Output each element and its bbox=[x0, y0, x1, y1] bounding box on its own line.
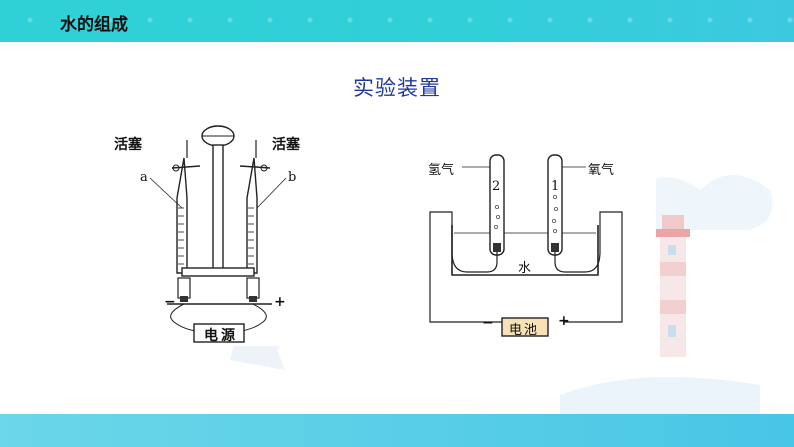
hydrogen-label: 氢气 bbox=[428, 163, 455, 178]
slide-subtitle: 实验装置 bbox=[353, 76, 441, 100]
tube-a-label: a bbox=[140, 170, 148, 185]
water-label: 水 bbox=[518, 261, 532, 276]
header-bar: 水的组成 bbox=[0, 0, 794, 42]
battery-label: 电池 bbox=[509, 323, 540, 338]
trough-apparatus-drawing bbox=[429, 154, 623, 337]
lighthouse-decoration bbox=[656, 215, 690, 357]
battery-positive-label: + bbox=[558, 313, 570, 329]
tube-2-label: 2 bbox=[492, 179, 501, 194]
page-title: 水的组成 bbox=[60, 15, 128, 35]
valve-right-label: 活塞 bbox=[272, 137, 300, 153]
power-source-label: 电源 bbox=[204, 328, 238, 344]
positive-terminal-label: + bbox=[274, 294, 286, 310]
negative-terminal-label: − bbox=[164, 294, 176, 310]
valve-left-label: 活塞 bbox=[114, 137, 142, 153]
oxygen-label: 氧气 bbox=[588, 163, 615, 178]
tube-b-label: b bbox=[288, 170, 297, 185]
figure-hofmann-apparatus: 活塞 活塞 a b − + 电源 bbox=[112, 118, 324, 346]
footer-bar bbox=[0, 414, 794, 447]
battery-negative-label: − bbox=[482, 315, 494, 331]
tube-1-label: 1 bbox=[551, 179, 560, 194]
hofmann-apparatus-drawing bbox=[149, 125, 287, 343]
header-pattern bbox=[0, 0, 794, 42]
figure-trough-apparatus: 氢气 氧气 2 1 水 − + 电池 bbox=[390, 137, 656, 351]
